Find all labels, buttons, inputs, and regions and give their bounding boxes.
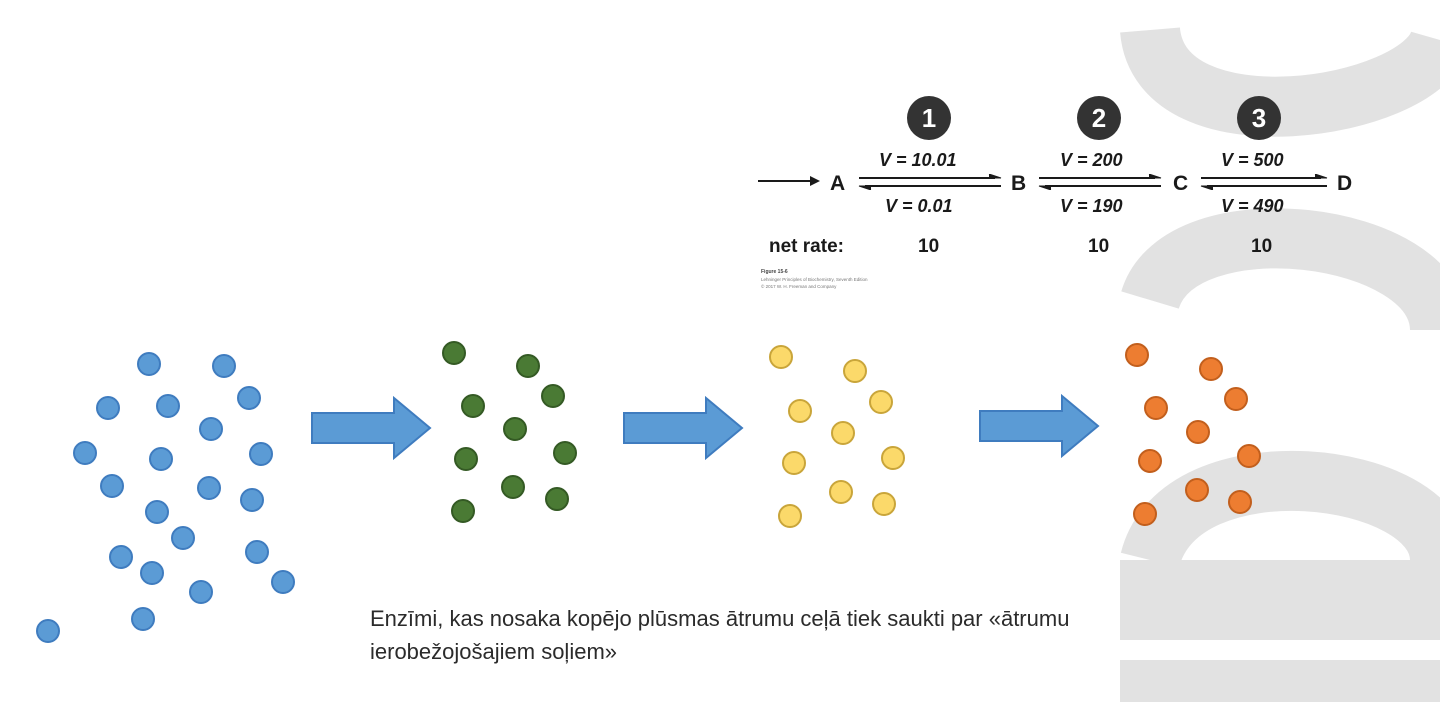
molecule-yellow [769,345,793,369]
metabolite-d: D [1337,172,1353,195]
molecule-blue [131,607,155,631]
step-3-net-rate: 10 [1251,236,1273,257]
step-2-net-rate: 10 [1088,236,1110,257]
molecule-orange [1185,478,1209,502]
step-1-reverse-rate: V = 0.01 [885,196,953,216]
flow-arrow [623,396,744,460]
molecule-blue [156,394,180,418]
molecule-blue [240,488,264,512]
slide-caption: Enzīmi, kas nosaka kopējo plūsmas ātrumu… [370,606,1070,664]
molecule-orange [1186,420,1210,444]
molecule-blue [96,396,120,420]
incoming-arrow [758,176,820,186]
molecule-blue [100,474,124,498]
molecule-green [553,441,577,465]
molecule-blue [171,526,195,550]
molecule-yellow [881,446,905,470]
step-2-equilibrium-arrows [1038,174,1162,190]
step-2-forward-rate: V = 200 [1060,150,1123,170]
molecule-green [442,341,466,365]
net-rate-label: net rate: [769,236,844,257]
figure-credit-title: Figure 15-6 [761,269,788,275]
molecule-blue [197,476,221,500]
step-3-equilibrium-arrows [1200,174,1328,190]
metabolite-c: C [1173,172,1189,195]
step-3-reverse-rate: V = 490 [1221,196,1284,216]
molecule-blue [73,441,97,465]
molecule-orange [1224,387,1248,411]
molecule-green [503,417,527,441]
step-2-badge: 2 [1077,96,1121,140]
figure-credit-line: Lehninger Principles of Biochemistry, Se… [761,277,868,282]
molecule-blue [249,442,273,466]
molecule-blue [271,570,295,594]
pathway-figure: A B C D 1 V = 10.01 V = 0.01 10 2 V = 20… [755,88,1355,303]
step-2-reverse-rate: V = 190 [1060,196,1123,216]
step-1-net-rate: 10 [918,236,940,257]
molecule-orange [1228,490,1252,514]
metabolite-b: B [1011,172,1027,195]
molecule-yellow [872,492,896,516]
molecule-yellow [778,504,802,528]
molecule-yellow [869,390,893,414]
molecule-orange [1144,396,1168,420]
molecule-orange [1237,444,1261,468]
molecule-orange [1138,449,1162,473]
metabolite-a: A [830,172,846,195]
figure-credit-line: © 2017 W. H. Freeman and Company [761,284,837,289]
molecule-green [541,384,565,408]
molecule-blue [189,580,213,604]
molecule-blue [199,417,223,441]
molecule-orange [1199,357,1223,381]
step-3-forward-rate: V = 500 [1221,150,1284,170]
molecule-green [451,499,475,523]
molecule-blue [140,561,164,585]
molecule-green [545,487,569,511]
molecule-blue [237,386,261,410]
molecule-green [516,354,540,378]
molecule-blue [137,352,161,376]
molecule-yellow [829,480,853,504]
step-1-badge: 1 [907,96,951,140]
molecule-blue [245,540,269,564]
molecule-blue [149,447,173,471]
molecule-blue [145,500,169,524]
molecule-orange [1125,343,1149,367]
molecule-blue [212,354,236,378]
step-1-equilibrium-arrows [858,174,1002,190]
molecule-yellow [788,399,812,423]
molecule-orange [1133,502,1157,526]
molecule-yellow [843,359,867,383]
step-1-forward-rate: V = 10.01 [879,150,957,170]
flow-arrow [311,396,432,460]
molecule-yellow [831,421,855,445]
molecule-green [461,394,485,418]
step-3-badge: 3 [1237,96,1281,140]
molecule-blue [109,545,133,569]
molecule-green [454,447,478,471]
molecule-green [501,475,525,499]
molecule-blue [36,619,60,643]
flow-arrow [979,394,1100,458]
molecule-yellow [782,451,806,475]
